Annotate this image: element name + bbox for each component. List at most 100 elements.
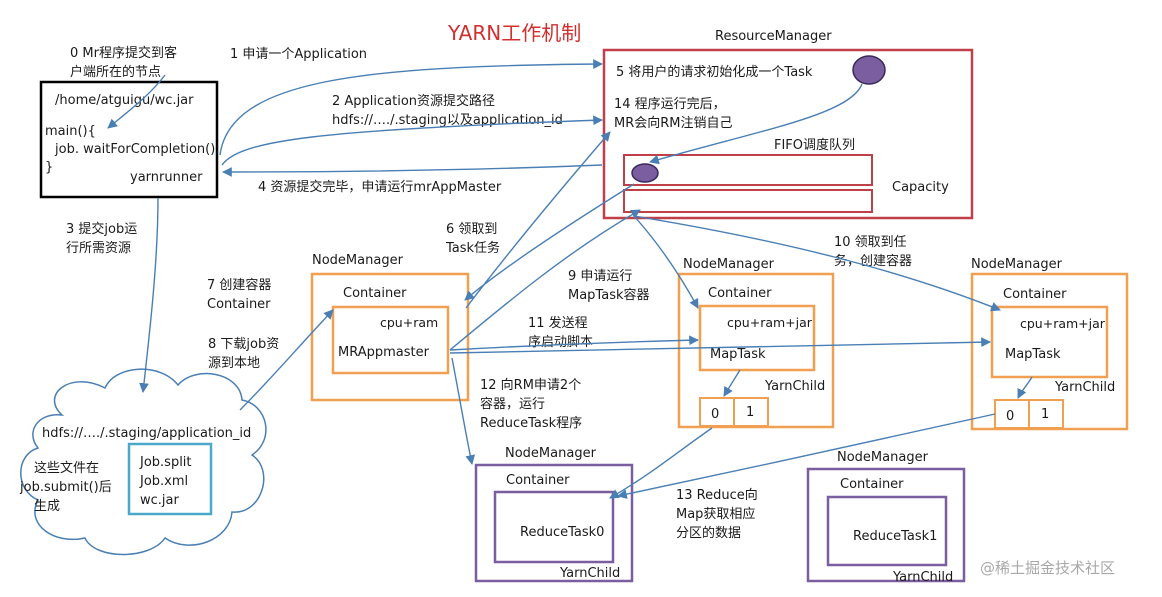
step12-text-1: 12 向RM申请2个 [480,377,581,393]
reduce1-yarnchild: YarnChild [892,570,953,585]
reduce-task0-label: ReduceTask0 [520,525,604,540]
yarnrunner-label: yarnrunner [130,170,203,185]
client-code-line1: main(){ [45,124,96,139]
step0-text-1: 0 Mr程序提交到客 [70,45,177,61]
client-code-line2: job. waitForCompletion(); [54,142,220,157]
map2-task-label: MapTask [1005,347,1061,362]
capacity-label: Capacity [892,180,949,195]
step13-text-3: 分区的数据 [676,525,741,541]
step10-text-2: 务，创建容器 [834,253,912,269]
arrow-map2-partition [1017,376,1033,399]
step7-text-2: Container [207,297,271,312]
step12-text-2: 容器，运行 [480,396,545,412]
watermark: @稀土掘金技术社区 [980,559,1115,577]
arrow-step11-map2 [449,337,991,354]
arrow-step3 [139,197,159,393]
step14-text-1: 14 程序运行完后， [614,97,726,112]
am-container-label: Container [343,286,407,301]
hdfs-path: hdfs://…./.staging/application_id [42,426,251,441]
step14-text-2: MR会向RM注销自己 [614,115,733,131]
step3-text-2: 行所需资源 [66,241,131,256]
fifo-queue-box [623,154,873,186]
step13-text-1: 13 Reduce向 [676,487,758,503]
step6-text-1: 6 领取到 [446,222,497,237]
map1-yarnchild: YarnChild [764,379,825,394]
arrow-step6 [464,183,635,301]
fifo-queue-label: FIFO调度队列 [774,137,855,153]
nm-am-box [310,272,470,402]
hdfs-files-box [127,442,213,516]
map1-partition-1-label: 1 [746,405,754,420]
step9-text-2: MapTask容器 [568,287,650,303]
arrow-step0 [107,74,166,129]
step8-text-2: 源到本地 [208,356,260,371]
reduce1-container-box [826,495,948,567]
map2-partition-1 [1028,399,1064,429]
nm-am-label: NodeManager [312,253,404,268]
arrow-step9 [449,209,641,351]
hdfs-file-xml: Job.xml [139,474,188,489]
client-code-line3: } [45,160,53,175]
step2-text-2: hdfs://…./.staging以及application_id [332,113,563,128]
nm-reduce1-label: NodeManager [837,450,929,465]
map1-container-box [698,304,816,372]
step12-text-3: ReduceTask程序 [480,416,582,431]
nm-map2-label: NodeManager [971,257,1063,272]
arrow-map1-fetch [633,215,699,309]
step0-text-2: 户端所在的节点 [70,64,161,80]
step9-text-1: 9 申请运行 [568,269,632,284]
capacity-queue-box [623,189,873,213]
client-node-box [39,80,219,199]
map2-resources: cpu+ram+jar [1020,316,1106,331]
arrow-step2 [221,115,603,166]
map2-yarnchild: YarnChild [1054,380,1115,395]
step13-text-2: Map获取相应 [676,506,755,522]
hdfs-file-jar: wc.jar [140,493,179,508]
diagram-title: YARN工作机制 [447,21,581,45]
mr-appmaster-label: MRAppmaster [338,345,430,360]
map2-partition-0-label: 0 [1006,409,1014,424]
nm-reduce0-label: NodeManager [505,446,597,461]
map1-container-label: Container [708,286,772,301]
hdfs-note-1: 这些文件在 [34,460,99,476]
step11-text-1: 11 发送程 [528,315,588,331]
map1-partition-0-label: 0 [711,407,719,422]
arrow-step10 [633,215,1001,312]
step7-text-1: 7 创建容器 [207,277,271,293]
arrow-step12 [451,357,476,465]
step2-text-1: 2 Application资源提交路径 [332,93,495,109]
reduce0-container-box [493,490,615,564]
hdfs-note-3: 生成 [34,499,60,514]
step10-text-1: 10 领取到任 [834,235,907,250]
step6-text-2: Task任务 [445,240,500,256]
step8-text-1: 8 下载job资 [208,337,279,352]
reduce1-container-label: Container [840,477,904,492]
nm-reduce1-box [806,467,966,583]
map2-container-label: Container [1003,287,1067,302]
step11-text-2: 序启动脚本 [528,334,593,350]
client-jar-path: /home/atguigu/wc.jar [55,93,194,108]
step1-text: 1 申请一个Application [230,47,367,62]
map2-partition-1-label: 1 [1041,407,1049,422]
arrow-map1-partition [723,369,741,397]
map2-container-box [990,305,1109,379]
queued-task-circle [631,163,659,183]
reduce0-container-label: Container [506,473,570,488]
reduce-task1-label: ReduceTask1 [853,529,937,544]
am-container-box [331,305,450,375]
reduce0-yarnchild: YarnChild [559,566,620,581]
arrow-task-queue [649,83,863,165]
step4-text: 4 资源提交完毕，申请运行mrAppMaster [258,179,502,195]
map1-resources: cpu+ram+jar [727,315,813,330]
hdfs-note-2: job.submit()后 [19,480,112,495]
arrow-step1 [219,59,603,156]
nm-map1-label: NodeManager [683,257,775,272]
arrow-step7-8 [239,309,334,411]
arrow-step4 [222,164,603,177]
arrow-step13-map2 [617,413,996,499]
map1-partition-1 [733,397,769,427]
map1-task-label: MapTask [710,347,766,362]
am-resources: cpu+ram [380,315,438,330]
arrow-step11-map1 [449,335,699,351]
step5-text: 5 将用户的请求初始化成一个Task [616,64,813,80]
